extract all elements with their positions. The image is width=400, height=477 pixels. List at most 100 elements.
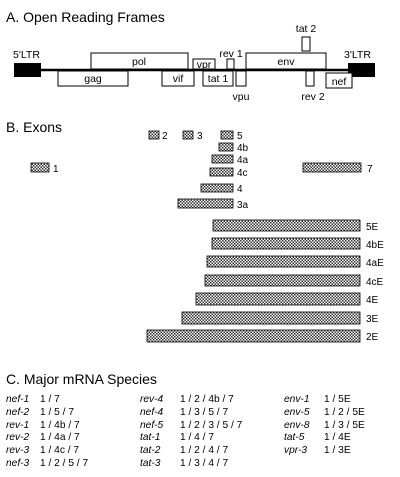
mrna-row: tat-5 1 / 4E bbox=[284, 432, 365, 445]
exon-2E-bar bbox=[146, 329, 361, 343]
mrna-species-name: env-1 bbox=[284, 394, 310, 405]
mrna-species-name: rev-4 bbox=[140, 394, 164, 405]
vif-label: vif bbox=[173, 73, 184, 85]
hiv-genome-diagram: A. Open Reading Frames 5'LTR 3'LTR pol v… bbox=[6, 9, 384, 387]
mrna-species-name: nef-4 bbox=[140, 406, 164, 418]
mrna-exon-list: 1 / 4b / 7 bbox=[40, 419, 80, 431]
mrna-exon-list: 1 / 3 / 5E bbox=[324, 419, 365, 431]
mrna-row: rev-3 1 / 4c / 7 bbox=[6, 445, 88, 458]
mrna-exon-list: 1 / 4c / 7 bbox=[40, 445, 80, 457]
mrna-exon-list: 1 / 2 / 3 / 5 / 7 bbox=[180, 419, 243, 431]
vif-box bbox=[161, 70, 195, 87]
exon-3E-label: 3E bbox=[366, 314, 379, 325]
mrna-species-name: nef-2 bbox=[6, 406, 30, 418]
mrna-exon-list: 1 / 7 bbox=[40, 394, 60, 405]
exon-4b-label: 4b bbox=[237, 143, 249, 154]
rev2-label: rev 2 bbox=[301, 91, 325, 103]
exon-4cE-label: 4cE bbox=[366, 277, 384, 288]
mrna-species-name: nef-3 bbox=[6, 457, 30, 469]
mrna-row: nef-4 1 / 3 / 5 / 7 bbox=[140, 407, 242, 420]
gag-box bbox=[57, 70, 129, 87]
exon-4aE-bar bbox=[206, 255, 361, 268]
exon-4-bar bbox=[200, 183, 234, 193]
section-c-title: C. Major mRNA Species bbox=[6, 371, 157, 387]
exon-2-bar bbox=[148, 130, 160, 140]
mrna-species-name: vpr-3 bbox=[284, 445, 308, 457]
exon-4c-bar bbox=[209, 167, 234, 177]
mrna-exon-list: 1 / 2 / 4 / 7 bbox=[180, 445, 229, 457]
exon-5E-label: 5E bbox=[366, 222, 379, 233]
vpr-label: vpr bbox=[197, 59, 212, 71]
exon-4bE-bar bbox=[211, 237, 361, 250]
ltr3-block bbox=[348, 63, 375, 77]
exon-1-bar bbox=[30, 162, 50, 173]
mrna-species-name: tat-2 bbox=[140, 445, 161, 457]
mrna-row: nef-2 1 / 5 / 7 bbox=[6, 407, 88, 420]
mrna-row: rev-1 1 / 4b / 7 bbox=[6, 420, 88, 433]
exon-1-label: 1 bbox=[53, 164, 59, 175]
rev2-box bbox=[305, 70, 315, 87]
mrna-exon-list: 1 / 2 / 5E bbox=[324, 406, 365, 418]
tat1-label: tat 1 bbox=[208, 73, 229, 85]
mrna-species-name: nef-1 bbox=[6, 394, 30, 405]
vpu-box bbox=[235, 70, 247, 87]
mrna-species-name: env-5 bbox=[284, 406, 310, 418]
mrna-exon-list: 1 / 3 / 5 / 7 bbox=[180, 406, 229, 418]
mrna-row: rev-2 1 / 4a / 7 bbox=[6, 432, 88, 445]
mrna-exon-list: 1 / 2 / 4b / 7 bbox=[180, 394, 234, 405]
mrna-species-name: tat-5 bbox=[284, 432, 305, 444]
mrna-exon-list: 1 / 5E bbox=[324, 394, 351, 405]
env-box bbox=[245, 52, 327, 70]
vpu-label: vpu bbox=[233, 91, 250, 103]
mrna-species-name: rev-3 bbox=[6, 445, 30, 457]
mrna-row: env-1 1 / 5E bbox=[284, 394, 365, 407]
nef-label: nef bbox=[332, 76, 347, 88]
exon-3a-bar bbox=[177, 198, 234, 209]
tat1-box bbox=[202, 70, 234, 87]
pol-box bbox=[90, 52, 189, 70]
section-a-title: A. Open Reading Frames bbox=[6, 9, 165, 25]
mrna-species-name: tat-1 bbox=[140, 432, 161, 444]
mrna-exon-list: 1 / 4 / 7 bbox=[180, 432, 214, 444]
exon-5E-bar bbox=[212, 219, 361, 232]
tat2-label: tat 2 bbox=[296, 23, 317, 35]
mrna-species-name: rev-2 bbox=[6, 432, 30, 444]
mrna-exon-list: 1 / 4E bbox=[324, 432, 351, 444]
ltr3-label: 3'LTR bbox=[344, 49, 371, 61]
exon-7-bar bbox=[302, 162, 362, 173]
mrna-species-name: tat-3 bbox=[140, 457, 161, 469]
mrna-exon-list: 1 / 5 / 7 bbox=[40, 406, 74, 418]
exon-4cE-bar bbox=[204, 274, 361, 287]
pol-label: pol bbox=[132, 56, 146, 68]
env-label: env bbox=[278, 56, 296, 68]
exon-4E-bar bbox=[195, 292, 361, 306]
mrna-species-name: rev-1 bbox=[6, 419, 30, 431]
exon-2E-label: 2E bbox=[366, 332, 379, 343]
exon-4-label: 4 bbox=[237, 184, 243, 195]
rev1-box bbox=[226, 58, 235, 70]
section-b-title: B. Exons bbox=[6, 119, 62, 135]
gag-label: gag bbox=[84, 73, 102, 85]
mrna-row: tat-2 1 / 2 / 4 / 7 bbox=[140, 445, 242, 458]
mrna-exon-list: 1 / 3E bbox=[324, 445, 351, 457]
tat2-box bbox=[301, 36, 311, 52]
mrna-row: env-5 1 / 2 / 5E bbox=[284, 407, 365, 420]
mrna-exon-list: 1 / 4a / 7 bbox=[40, 432, 80, 444]
rev1-label: rev 1 bbox=[219, 48, 243, 60]
exon-5-label: 5 bbox=[237, 131, 243, 142]
exon-3-bar bbox=[182, 130, 194, 140]
exon-4c-label: 4c bbox=[237, 168, 248, 179]
exon-4b-bar bbox=[218, 142, 234, 152]
exon-2-label: 2 bbox=[162, 131, 168, 142]
mrna-exon-list: 1 / 2 / 5 / 7 bbox=[40, 457, 89, 469]
ltr5-label: 5'LTR bbox=[13, 49, 40, 61]
exon-7-label: 7 bbox=[367, 164, 373, 175]
exon-4a-label: 4a bbox=[237, 155, 249, 166]
